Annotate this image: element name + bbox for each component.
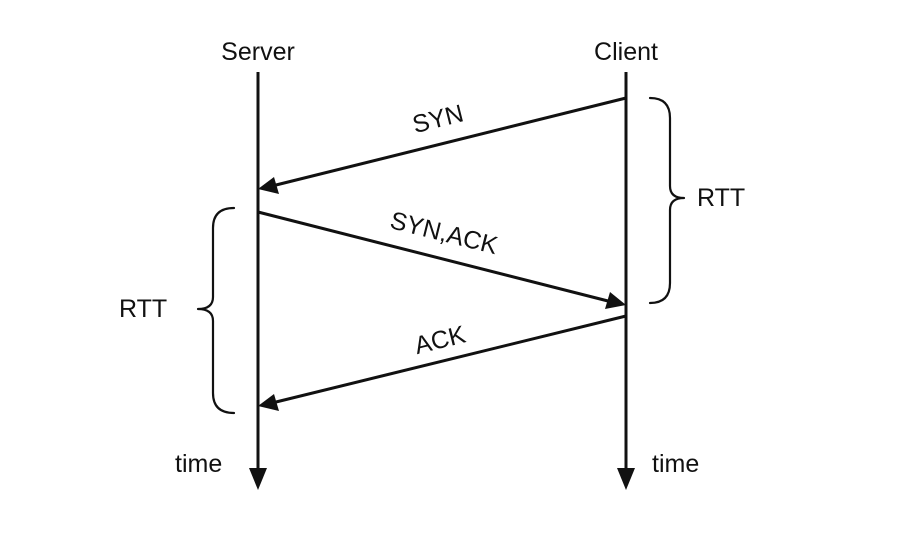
ack-arrow	[258, 314, 627, 411]
server-label: Server	[221, 38, 295, 66]
server-time-arrowhead	[249, 468, 267, 490]
server-time-label: time	[175, 450, 222, 478]
ack-label: ACK	[412, 320, 469, 360]
client-rtt-brace	[648, 96, 686, 305]
client-label: Client	[594, 38, 658, 66]
client-time-arrowhead	[617, 468, 635, 490]
client-time-label: time	[652, 450, 699, 478]
syn-arrow	[258, 96, 627, 194]
server-lifeline	[249, 72, 267, 490]
client-rtt-label: RTT	[697, 184, 745, 212]
server-rtt-label: RTT	[119, 295, 167, 323]
syn-ack-label: SYN,ACK	[387, 206, 501, 260]
server-rtt-brace	[196, 206, 236, 415]
client-lifeline	[617, 72, 635, 490]
syn-ack-arrow	[257, 210, 626, 309]
syn-label: SYN	[410, 99, 467, 139]
